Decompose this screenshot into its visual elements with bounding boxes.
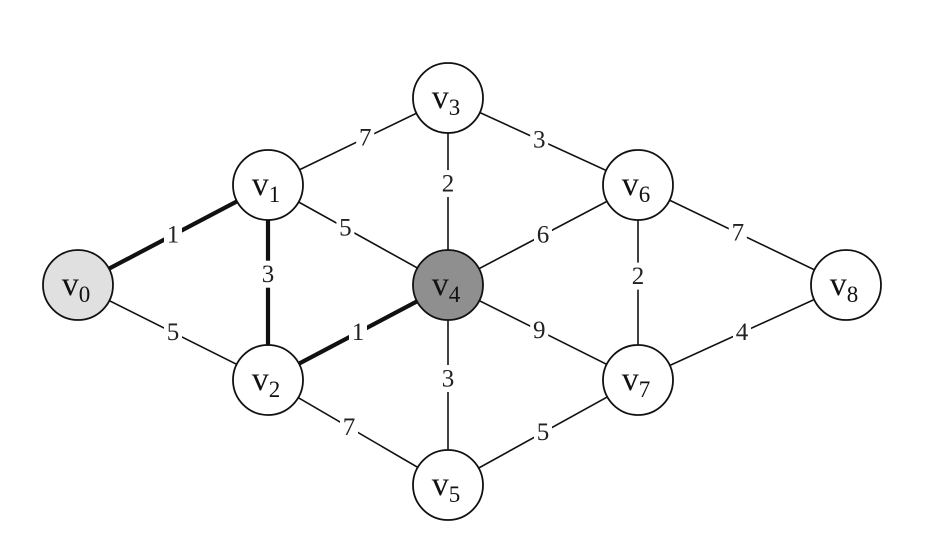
- node-label: v1: [252, 166, 281, 207]
- node-label: v0: [62, 266, 91, 307]
- edge-weight-background: [336, 214, 355, 241]
- edge-weight-v5-v7: 5: [537, 419, 550, 446]
- node-v0: v0: [42, 249, 114, 321]
- node-v8: v8: [810, 249, 882, 321]
- edge-weight-background: [530, 316, 549, 344]
- node-label-subscript: 5: [449, 482, 461, 507]
- node-label: v2: [252, 361, 281, 402]
- edge-weight-v4-v7: 9: [533, 317, 546, 344]
- node-label-subscript: 7: [639, 377, 651, 402]
- node-v6: v6: [602, 149, 674, 221]
- node-circle: [602, 149, 674, 221]
- edge-weight-background: [340, 413, 358, 441]
- node-v7: v7: [602, 344, 674, 416]
- edge-weight-background: [728, 219, 747, 246]
- node-label-subscript: 2: [269, 377, 281, 402]
- edge-weight-v0-v2: 5: [167, 319, 180, 346]
- node-label-base: v: [432, 266, 449, 303]
- node-circle: [412, 449, 484, 521]
- edge-weight-background: [164, 318, 182, 346]
- node-circle: [810, 249, 882, 321]
- edge-weight-v2-v4: 1: [352, 319, 365, 346]
- node-label-base: v: [622, 361, 639, 398]
- edge-weight-v2-v5: 7: [343, 414, 356, 441]
- node-label-subscript: 1: [269, 182, 281, 207]
- node-label: v5: [432, 466, 461, 507]
- node-v2: v2: [232, 344, 304, 416]
- node-v5: v5: [412, 449, 484, 521]
- edge-weight-background: [629, 262, 647, 290]
- node-circle: [412, 62, 484, 134]
- edge-weight-background: [530, 125, 549, 153]
- node-label-base: v: [252, 361, 269, 398]
- edge-weight-v1-v4: 5: [339, 215, 352, 242]
- edge-weight-background: [534, 221, 552, 248]
- node-circle: [232, 149, 304, 221]
- node-label: v8: [830, 266, 859, 307]
- edge-weights-layer: 1 5 3 7 5 1 7 2 3 3 6 9 5 2 7 4: [164, 124, 751, 446]
- node-label-base: v: [622, 166, 639, 203]
- edge-weight-v7-v8: 4: [736, 319, 749, 346]
- node-label: v4: [432, 266, 461, 307]
- node-label-base: v: [62, 266, 79, 303]
- node-circle: [602, 344, 674, 416]
- edge-weight-v0-v1: 1: [167, 222, 180, 249]
- node-label-subscript: 8: [847, 282, 859, 307]
- node-label: v6: [622, 166, 651, 207]
- node-label: v7: [622, 361, 651, 402]
- node-label-base: v: [432, 466, 449, 503]
- node-label-base: v: [252, 166, 269, 203]
- node-v1: v1: [232, 149, 304, 221]
- edge-weight-v6-v7: 2: [632, 263, 645, 290]
- edge-weight-background: [439, 365, 457, 392]
- edge-weight-background: [439, 170, 457, 198]
- edge-weight-background: [349, 318, 367, 346]
- node-circle: [42, 249, 114, 321]
- edge-weight-v4-v5: 3: [442, 366, 455, 393]
- node-label-base: v: [432, 79, 449, 116]
- node-circle: [232, 344, 304, 416]
- node-label-subscript: 4: [449, 282, 461, 307]
- edge-weight-v4-v6: 6: [537, 222, 550, 249]
- edge-weight-background: [733, 318, 751, 346]
- node-label-subscript: 6: [639, 182, 651, 207]
- node-label: v3: [432, 79, 461, 120]
- edge-weight-v3-v6: 3: [533, 126, 546, 153]
- node-label-subscript: 3: [449, 95, 461, 120]
- edge-weight-background: [164, 221, 182, 248]
- node-label-subscript: 0: [79, 282, 91, 307]
- node-circle: [412, 249, 484, 321]
- edge-weight-background: [259, 260, 277, 288]
- edge-weight-v6-v8: 7: [732, 220, 745, 247]
- node-v4: v4: [412, 249, 484, 321]
- edge-weight-background: [356, 124, 375, 152]
- edge-weight-v1-v2: 3: [262, 261, 275, 288]
- edge-weight-v3-v4: 2: [442, 171, 455, 198]
- edge-weight-v1-v3: 7: [359, 125, 372, 152]
- node-label-base: v: [830, 266, 847, 303]
- node-v3: v3: [412, 62, 484, 134]
- edge-weight-background: [534, 418, 552, 446]
